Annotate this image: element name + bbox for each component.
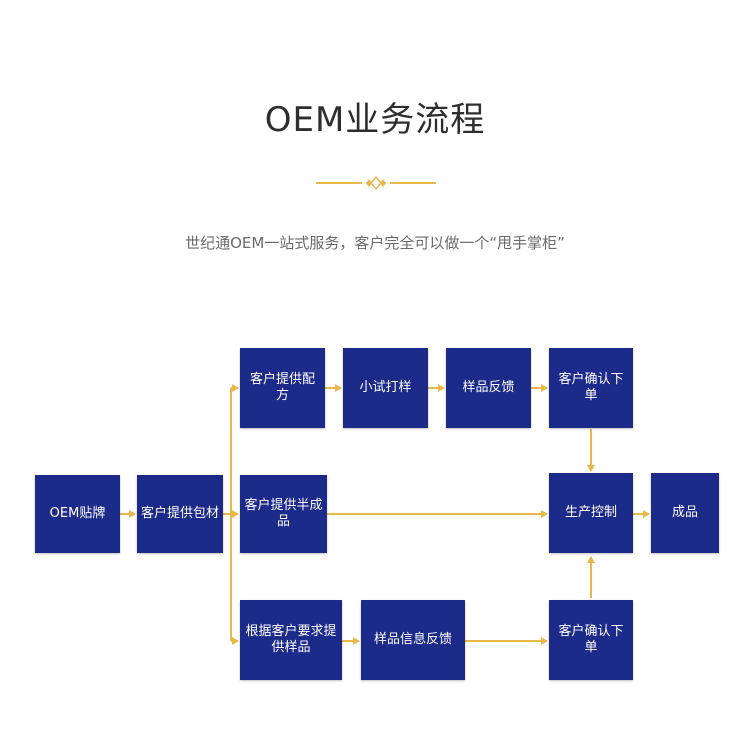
step-label: OEM贴牌: [49, 506, 106, 522]
step-label: 根据客户要求提供样品: [245, 624, 337, 655]
step-trial-sample: 小试打样: [343, 348, 428, 428]
step-label: 生产控制: [564, 505, 617, 521]
divider-diamond-right-icon: [380, 179, 386, 187]
step-confirm-order-top: 客户确认下单: [549, 348, 633, 428]
step-label: 客户提供半成品: [244, 498, 323, 529]
step-customer-recipe: 客户提供配方: [240, 348, 325, 428]
step-label: 成品: [671, 505, 698, 521]
step-label: 客户确认下单: [558, 372, 624, 403]
page-subtitle: 世纪通OEM一站式服务，客户完全可以做一个“甩手掌柜”: [185, 234, 565, 252]
step-label: 客户确认下单: [558, 624, 624, 655]
page-title: OEM业务流程: [264, 100, 486, 140]
step-label: 客户提供包材: [141, 506, 220, 522]
step-label: 样品信息反馈: [373, 632, 452, 648]
step-production-control: 生产控制: [549, 473, 633, 553]
step-label: 样品反馈: [462, 380, 515, 396]
step-label: 小试打样: [359, 380, 412, 396]
step-label: 客户提供配方: [249, 372, 315, 403]
step-semi-finished: 客户提供半成品: [240, 475, 327, 553]
step-sample-by-request: 根据客户要求提供样品: [240, 600, 342, 680]
step-finished-product: 成品: [651, 473, 719, 553]
step-customer-materials: 客户提供包材: [137, 475, 223, 553]
step-confirm-order-bottom: 客户确认下单: [549, 600, 633, 680]
step-oem-start: OEM贴牌: [35, 475, 120, 553]
divider-diamond-left-icon: [366, 179, 372, 187]
step-sample-feedback: 样品反馈: [446, 348, 531, 428]
step-sample-info-feedback: 样品信息反馈: [361, 600, 465, 680]
